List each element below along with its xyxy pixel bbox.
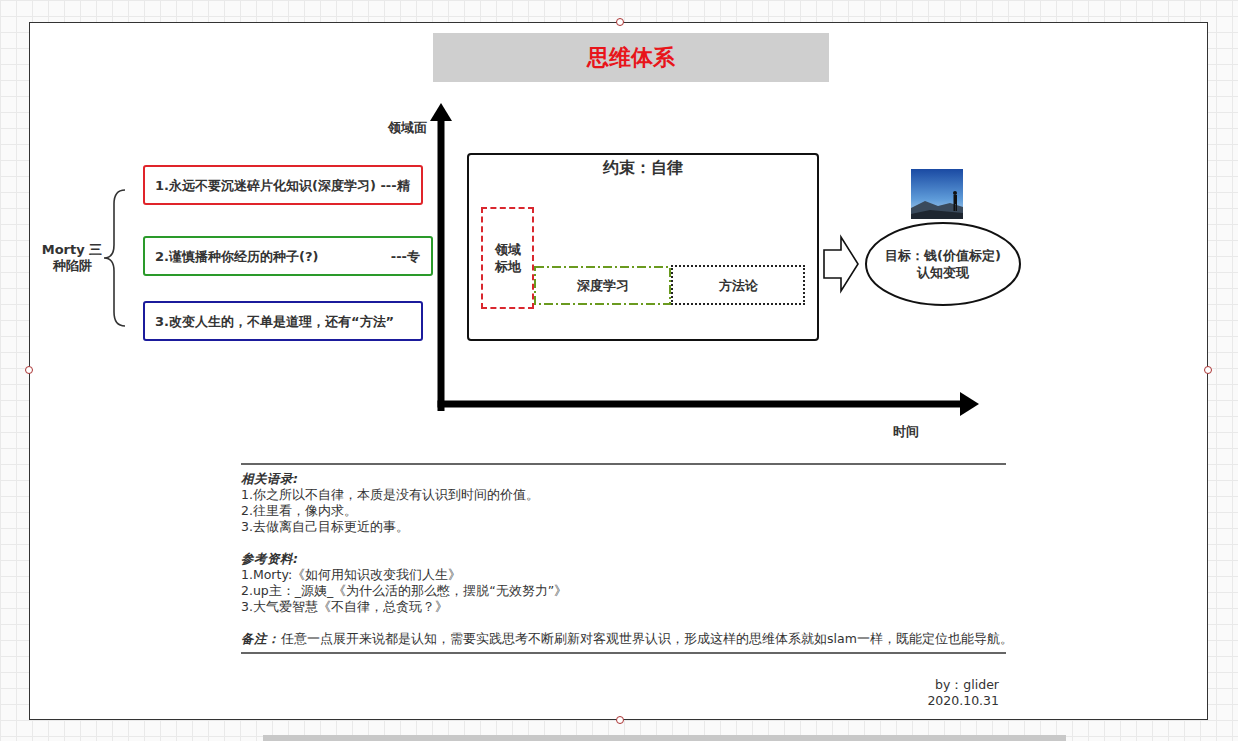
goal-ellipse: 目标：钱(价值标定) 认知变现 [865, 222, 1021, 306]
ellipse-outline [865, 222, 1021, 306]
label-text: 2.往里看，像内求。 [241, 503, 357, 519]
title-band: 思维体系 [433, 33, 829, 82]
label-text: 时间 [893, 424, 919, 440]
axis-vertical [430, 103, 452, 411]
node-text: 2.谨慎播种你经历的种子(?) ---专 [155, 248, 420, 265]
label-text: 领域面 [388, 120, 427, 136]
node-text: 方法论 [719, 277, 758, 294]
block-arrow [824, 237, 858, 291]
label-text: 2.up主：_源姨_《为什么活的那么憋，摆脱“无效努力”》 [241, 583, 567, 599]
domain-box: 领域 标地 [481, 207, 534, 309]
rule-bottom [241, 652, 1006, 654]
trap-box: 1.永远不要沉迷碎片化知识(深度学习) ---精 [143, 165, 423, 205]
trap-box: 2.谨慎播种你经历的种子(?) ---专 [143, 236, 433, 276]
rule-top [241, 463, 1006, 465]
label-text: 2020.10.31 [927, 693, 999, 709]
method-box: 方法论 [671, 265, 805, 305]
title-text: 思维体系 [587, 43, 675, 73]
label-text: 1.Morty:《如何用知识改变我们人生》 [241, 567, 461, 583]
label-text: 备注： [241, 631, 280, 647]
brace [104, 190, 125, 326]
label-text: 相关语录: [241, 471, 298, 487]
label-text: Morty 三种陷阱 [40, 242, 104, 274]
frame-handles [26, 19, 1212, 724]
constraint-box: 约束：自律领域 标地深度学习 方法论 [467, 153, 819, 341]
node-text: 约束：自律 [603, 159, 683, 176]
label-text: 任意一点展开来说都是认知，需要实践思考不断刷新对客观世界认识，形成这样的思维体系… [281, 631, 1013, 647]
node-text: 3.改变人生的，不单是道理，还有“方法” [155, 313, 394, 330]
scrollbar [263, 735, 1066, 741]
deep-learning-box: 深度学习 [534, 266, 671, 305]
label-text: 参考资料: [241, 551, 298, 567]
photo [911, 169, 963, 219]
label-text: 3.大气爱智慧《不自律，总贪玩？》 [241, 599, 448, 615]
node-text: 深度学习 [577, 277, 629, 294]
label-text: by：glider [935, 677, 999, 693]
node-text: 1.永远不要沉迷碎片化知识(深度学习) ---精 [155, 177, 410, 194]
page-frame [29, 22, 1208, 720]
axis-horizontal [438, 392, 980, 416]
node-text: 目标：钱(价值标定) 认知变现 [882, 247, 1004, 281]
trap-box: 3.改变人生的，不单是道理，还有“方法” [143, 301, 423, 341]
label-text: 3.去做离自己目标更近的事。 [241, 519, 409, 535]
label-text: 1.你之所以不自律，本质是没有认识到时间的价值。 [241, 487, 539, 503]
node-text: 领域 标地 [493, 241, 523, 275]
